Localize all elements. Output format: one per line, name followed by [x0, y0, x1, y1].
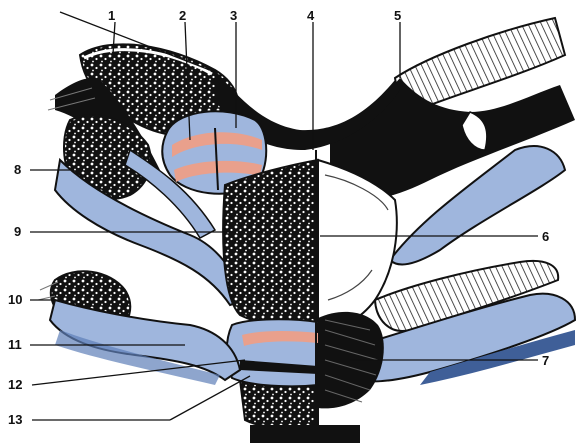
label-12: 12: [8, 377, 22, 392]
label-8: 8: [14, 162, 21, 177]
central-vertebral-body: [223, 160, 318, 428]
label-3: 3: [230, 8, 237, 23]
label-11: 11: [8, 337, 22, 352]
label-13: 13: [8, 412, 22, 427]
lower-disc: [227, 319, 318, 386]
label-10: 10: [8, 292, 22, 307]
base-block: [250, 425, 360, 443]
label-7: 7: [542, 353, 549, 368]
label-6: 6: [542, 229, 549, 244]
label-1: 1: [108, 8, 115, 23]
label-9: 9: [14, 224, 21, 239]
label-5: 5: [394, 8, 401, 23]
label-2: 2: [179, 8, 186, 23]
label-4: 4: [307, 8, 315, 23]
